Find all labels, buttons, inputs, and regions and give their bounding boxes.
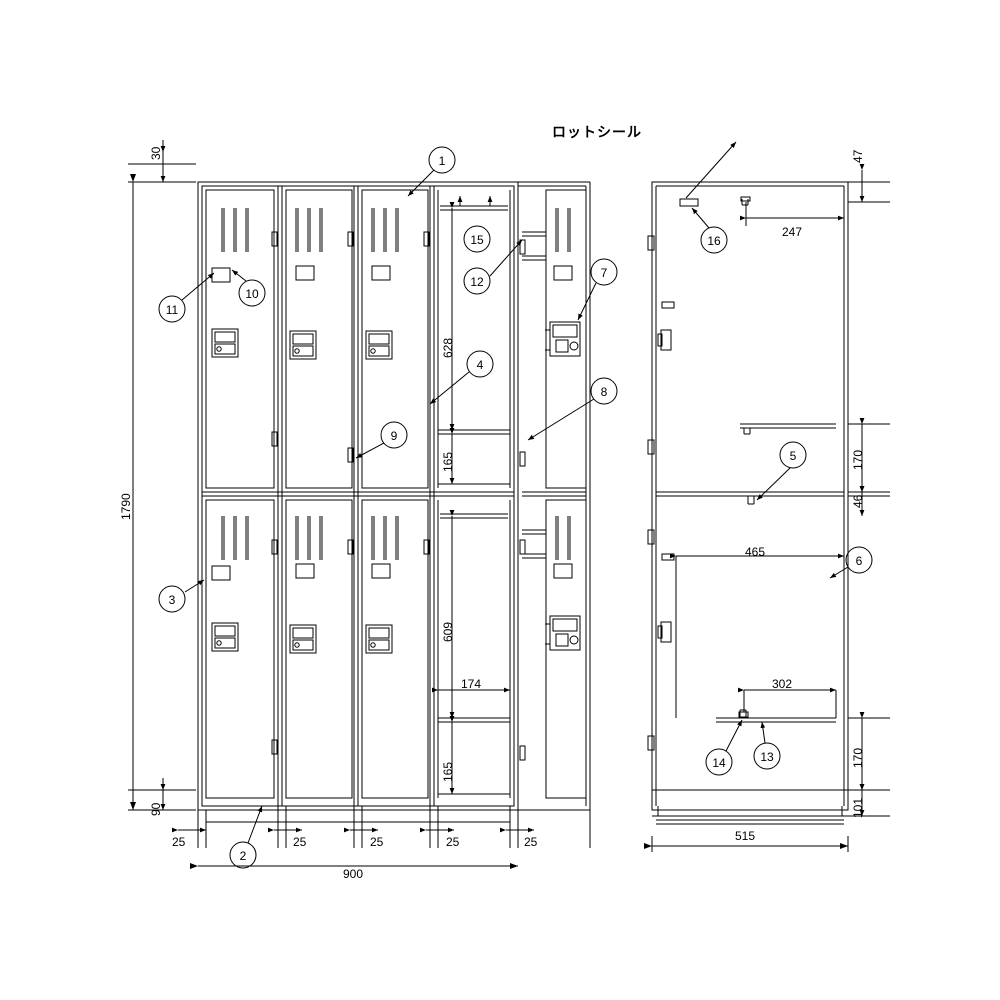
dim-side-base-101: 101 — [851, 797, 865, 818]
dim-side-shelf-gap-46: 46 — [851, 494, 865, 508]
dim-upper-shelf-165: 165 — [441, 451, 455, 472]
dim-side-depth-515: 515 — [735, 829, 756, 843]
lot-seal-label: ロットシール — [552, 124, 642, 140]
balloon-9: 9 — [390, 429, 398, 443]
dim-side-shelf-upper-170: 170 — [851, 449, 865, 470]
dim-top-offset-30: 30 — [149, 146, 163, 160]
balloon-1: 1 — [438, 154, 446, 168]
balloon-14: 14 — [712, 756, 726, 770]
balloon-2: 2 — [239, 849, 247, 863]
balloon-8: 8 — [600, 385, 608, 399]
balloon-11: 11 — [165, 303, 179, 317]
balloon-5: 5 — [789, 449, 797, 463]
dim-pitch-4-25: 25 — [446, 835, 460, 849]
dim-overall-height-1790: 1790 — [119, 493, 133, 520]
balloon-15: 15 — [470, 233, 484, 247]
balloon-10: 10 — [245, 287, 259, 301]
balloon-4: 4 — [476, 358, 484, 372]
dim-pitch-1-25: 25 — [172, 835, 186, 849]
dim-pitch-3-25: 25 — [370, 835, 384, 849]
dim-side-top-gap-47: 47 — [851, 149, 865, 163]
dim-lower-inner-609: 609 — [441, 621, 455, 642]
balloon-12: 12 — [470, 275, 484, 289]
balloon-16: 16 — [707, 234, 721, 248]
dim-lower-shelf-165: 165 — [441, 761, 455, 782]
dim-inner-width-174: 174 — [461, 677, 482, 691]
dim-side-mid-width-465: 465 — [745, 545, 766, 559]
balloon-7: 7 — [600, 266, 608, 280]
dim-pitch-5-25: 25 — [524, 835, 538, 849]
dim-side-shelf-lower-170: 170 — [851, 747, 865, 768]
balloon-3: 3 — [168, 593, 176, 607]
dim-pitch-2-25: 25 — [293, 835, 307, 849]
dim-side-hook-offset-247: 247 — [782, 225, 803, 239]
dim-side-lower-hook-302: 302 — [772, 677, 793, 691]
dim-overall-width-900: 900 — [343, 867, 364, 881]
dim-base-height-90: 90 — [149, 802, 163, 816]
balloon-6: 6 — [855, 554, 863, 568]
balloon-13: 13 — [760, 750, 774, 764]
dim-upper-inner-628: 628 — [441, 337, 455, 358]
